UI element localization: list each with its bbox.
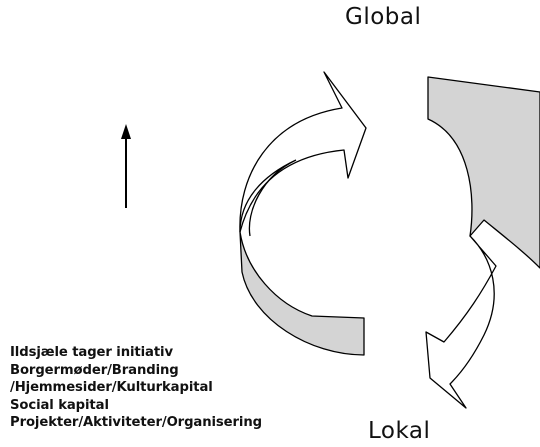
note-item: Ildsjæle tager initiativ bbox=[10, 345, 173, 360]
global-label: Global bbox=[345, 4, 422, 30]
vertical-arrow bbox=[121, 124, 131, 208]
note-item: /Hjemmesider/Kulturkapital bbox=[10, 380, 213, 395]
right-ribbon-gray bbox=[427, 76, 540, 269]
notes-list: Ildsjæle tager initiativ Borgermøder/Bra… bbox=[10, 344, 262, 432]
note-item: Projekter/Aktiviteter/Organisering bbox=[10, 415, 262, 430]
lokal-label: Lokal bbox=[368, 418, 431, 444]
right-down-arrow bbox=[425, 235, 497, 409]
note-item: Borgermøder/Branding bbox=[10, 362, 179, 378]
left-up-arrow bbox=[239, 71, 367, 233]
left-ribbon-front bbox=[239, 159, 297, 237]
left-ribbon-gray bbox=[239, 231, 365, 356]
note-item: Social kapital bbox=[10, 397, 109, 413]
